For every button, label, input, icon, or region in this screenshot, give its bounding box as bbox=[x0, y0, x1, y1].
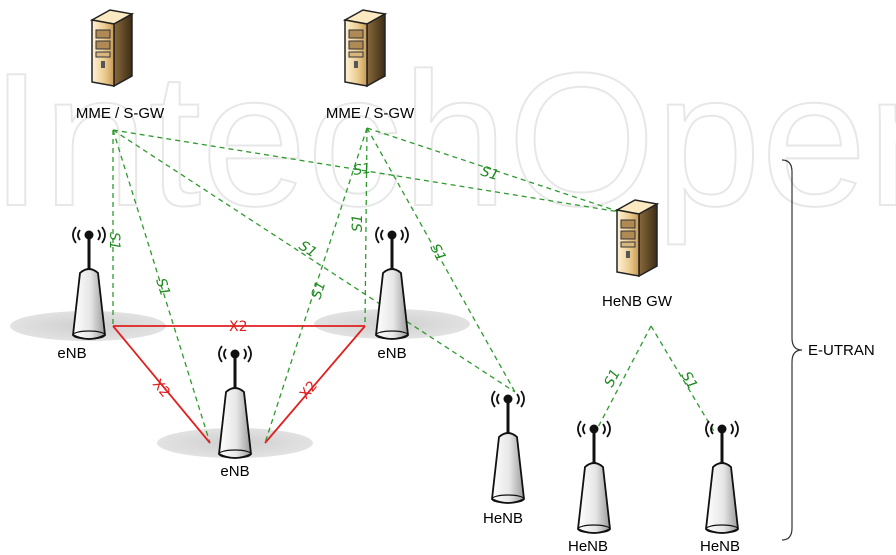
x2-label: X2 bbox=[149, 376, 173, 400]
server-icon bbox=[344, 9, 386, 87]
antenna-tower-icon bbox=[576, 419, 612, 535]
s1-links bbox=[112, 127, 716, 444]
henb-label: HeNB bbox=[483, 510, 523, 527]
s1-link bbox=[594, 325, 652, 434]
x2-link bbox=[112, 325, 211, 444]
s1-label: S1 bbox=[152, 276, 173, 298]
enb-label: eNB bbox=[220, 463, 249, 480]
watermark-text: IntechOpen bbox=[0, 34, 896, 246]
antenna-tower-icon bbox=[704, 419, 740, 535]
henb-label: HeNB bbox=[568, 538, 608, 555]
s1-label: S1 bbox=[479, 164, 501, 185]
server-icon bbox=[91, 9, 133, 87]
s1-link bbox=[366, 127, 516, 393]
s1-label: S1 bbox=[601, 367, 623, 390]
s1-label: S1 bbox=[309, 279, 330, 301]
henb-gw-label: HeNB GW bbox=[602, 293, 673, 310]
s1-link bbox=[264, 127, 368, 444]
enb-label: eNB bbox=[57, 345, 86, 362]
s1-link bbox=[112, 129, 211, 444]
s1-label: S1 bbox=[352, 161, 372, 179]
x2-links bbox=[112, 325, 366, 444]
mme-sgw-label: MME / S-GW bbox=[326, 105, 415, 122]
s1-link bbox=[650, 325, 716, 434]
s1-label: S1 bbox=[678, 369, 701, 392]
enb-label: eNB bbox=[377, 345, 406, 362]
s1-link bbox=[112, 129, 621, 213]
x2-link bbox=[264, 325, 366, 444]
henb-label: HeNB bbox=[700, 538, 740, 555]
s1-link bbox=[112, 129, 516, 393]
s1-label: S1 bbox=[426, 241, 448, 264]
antenna-tower-icon bbox=[217, 344, 253, 460]
x2-label: X2 bbox=[229, 319, 248, 335]
antenna-tower-icon bbox=[490, 389, 526, 505]
server-icon bbox=[616, 199, 658, 277]
mme-sgw-label: MME / S-GW bbox=[76, 105, 165, 122]
e-utran-brace bbox=[781, 159, 803, 541]
s1-label: S1 bbox=[350, 214, 366, 232]
s1-link bbox=[364, 127, 368, 326]
s1-label: S1 bbox=[106, 232, 122, 250]
e-utran-label: E-UTRAN bbox=[808, 342, 875, 359]
